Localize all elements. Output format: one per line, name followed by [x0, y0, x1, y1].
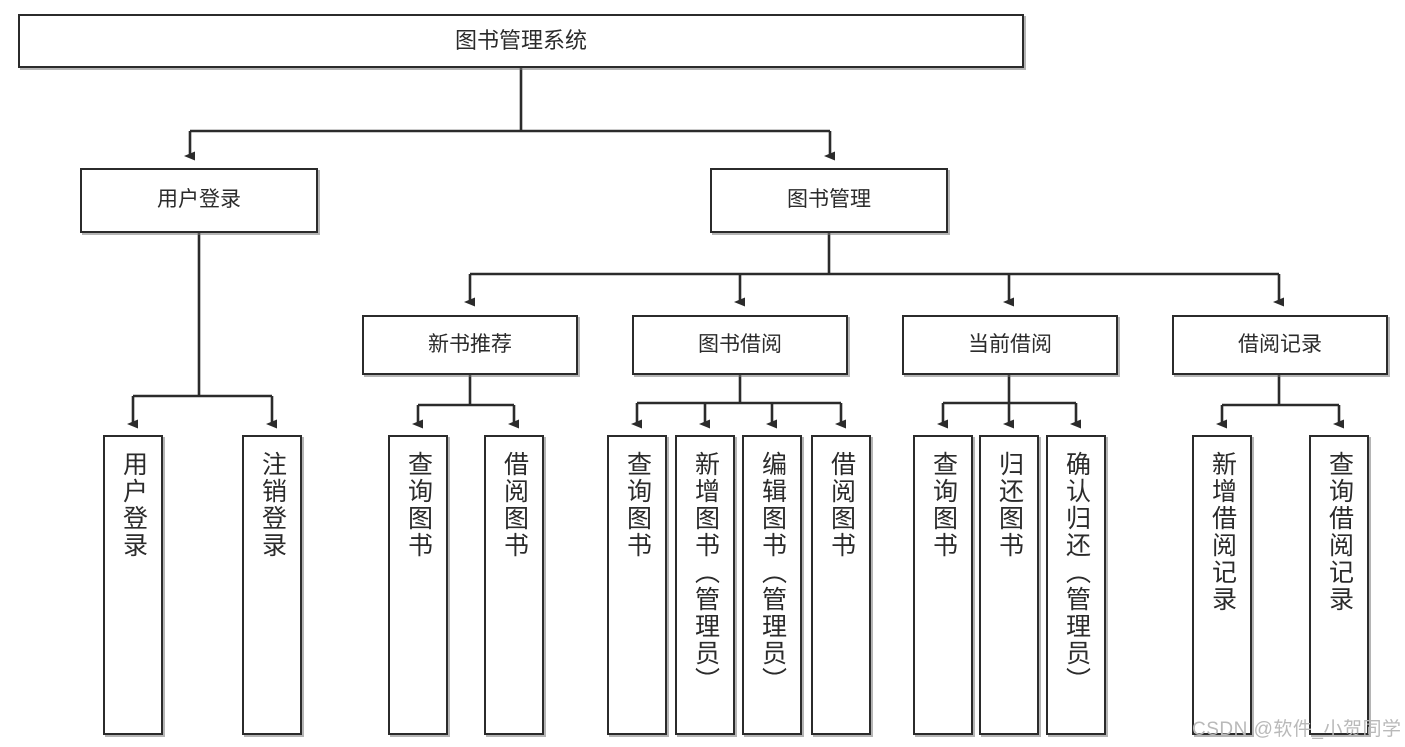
node-label: 图书借阅 — [698, 332, 782, 356]
leaf-records-add-record[interactable]: 新增借阅记录 — [1192, 435, 1252, 735]
node-label: 借阅图书 — [827, 451, 856, 559]
node-label: 新书推荐 — [428, 332, 512, 356]
node-new-book-recommend[interactable]: 新书推荐 — [362, 315, 578, 375]
node-label: 查询图书 — [929, 451, 958, 559]
leaf-borrow-edit-book-admin[interactable]: 编辑图书（管理员） — [742, 435, 802, 735]
node-label: 借阅记录 — [1238, 332, 1322, 356]
node-label: 用户登录 — [119, 451, 148, 559]
node-book-borrow[interactable]: 图书借阅 — [632, 315, 848, 375]
leaf-recommend-query-book[interactable]: 查询图书 — [388, 435, 448, 735]
node-label: 用户登录 — [157, 188, 241, 212]
leaf-borrow-borrow-book[interactable]: 借阅图书 — [811, 435, 871, 735]
node-label: 查询图书 — [623, 451, 652, 559]
node-label: 归还图书 — [995, 451, 1024, 559]
leaf-current-confirm-return-admin[interactable]: 确认归还（管理员） — [1046, 435, 1106, 735]
node-label: 查询借阅记录 — [1325, 451, 1354, 613]
node-label: 新增借阅记录 — [1208, 451, 1237, 613]
leaf-user-login[interactable]: 用户登录 — [103, 435, 163, 735]
node-label: 当前借阅 — [968, 332, 1052, 356]
node-label: 图书管理系统 — [454, 28, 587, 54]
csdn-watermark: CSDN @软件_小贺同学 — [1192, 719, 1402, 740]
node-label: 查询图书 — [404, 451, 433, 559]
node-label: 确认归还（管理员） — [1062, 451, 1091, 694]
node-label: 注销登录 — [258, 451, 287, 559]
leaf-current-return-book[interactable]: 归还图书 — [979, 435, 1039, 735]
node-label: 图书管理 — [787, 188, 871, 212]
node-user-login[interactable]: 用户登录 — [80, 168, 318, 233]
leaf-borrow-query-book[interactable]: 查询图书 — [607, 435, 667, 735]
leaf-recommend-borrow-book[interactable]: 借阅图书 — [484, 435, 544, 735]
leaf-records-query-record[interactable]: 查询借阅记录 — [1309, 435, 1369, 735]
leaf-current-query-book[interactable]: 查询图书 — [913, 435, 973, 735]
node-current-borrow[interactable]: 当前借阅 — [902, 315, 1118, 375]
node-book-management[interactable]: 图书管理 — [710, 168, 948, 233]
node-label: 编辑图书（管理员） — [758, 451, 787, 694]
node-label: 借阅图书 — [500, 451, 529, 559]
leaf-user-logout[interactable]: 注销登录 — [242, 435, 302, 735]
node-label: 新增图书（管理员） — [691, 451, 720, 694]
node-root-system[interactable]: 图书管理系统 — [18, 14, 1024, 68]
leaf-borrow-add-book-admin[interactable]: 新增图书（管理员） — [675, 435, 735, 735]
node-borrow-records[interactable]: 借阅记录 — [1172, 315, 1388, 375]
